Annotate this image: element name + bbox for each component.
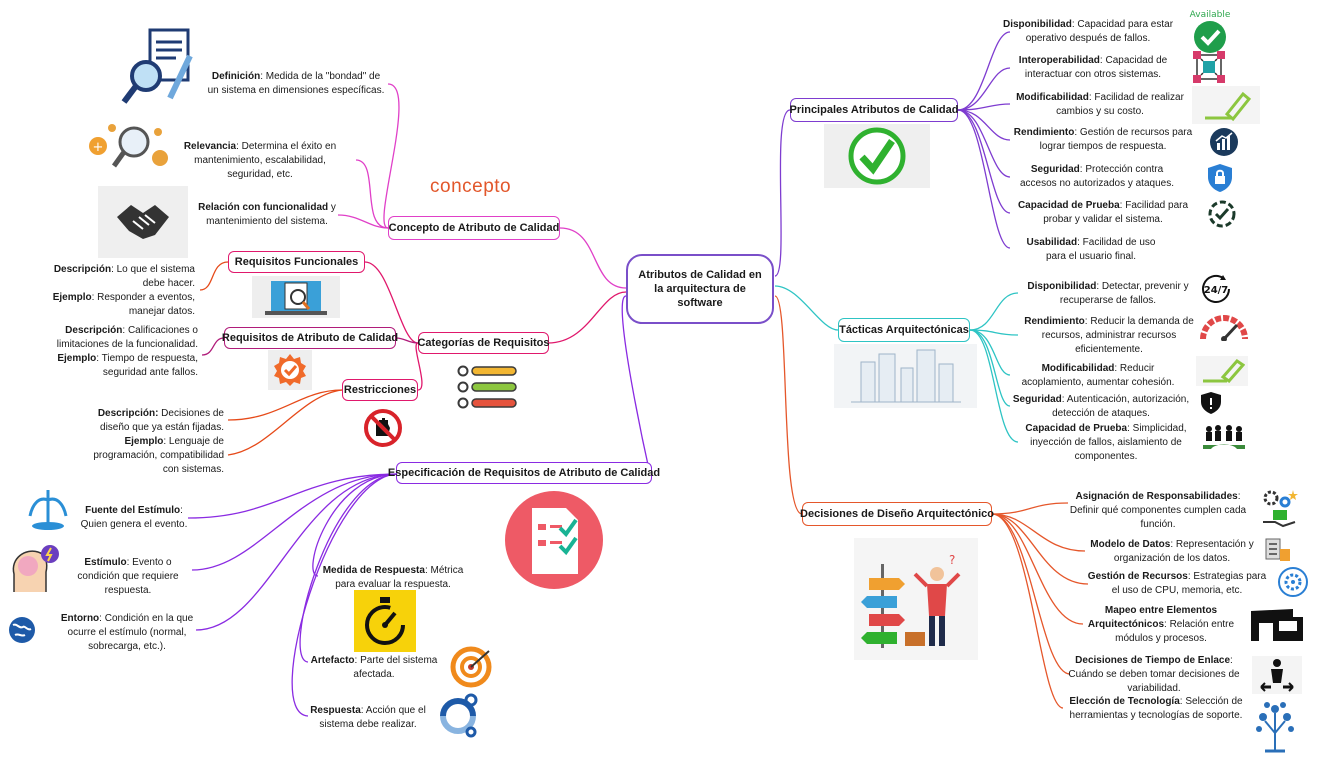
- spec-entorno: Entorno: Condición en la que ocurre el e…: [60, 613, 194, 652]
- principal-modificabilidad: Modificabilidad: Facilidad de realizar c…: [1016, 92, 1184, 117]
- decision-mapeo: Mapeo entre Elementos Arquitectónicos: R…: [1087, 605, 1235, 644]
- stop-hand-icon: [360, 408, 406, 448]
- restricciones-description: Descripción: Decisiones de diseño que ya…: [93, 408, 224, 475]
- gears-hand-icon: [1258, 488, 1300, 528]
- concepto-item-relacion: Relación con funcionalidad y mantenimien…: [198, 202, 336, 227]
- spec-medida: Medida de Respuesta: Métrica para evalua…: [322, 565, 464, 590]
- quality-badge-icon: [268, 350, 312, 390]
- tacticas-node[interactable]: Tácticas Arquitectónicas: [838, 318, 970, 342]
- categorias-label: Categorías de Requisitos: [417, 337, 550, 349]
- handshake-icon: [98, 186, 188, 258]
- spec-artefacto: Artefacto: Parte del sistema afectada.: [310, 655, 438, 680]
- target-icon: [448, 644, 494, 690]
- document-magnifier-icon: [120, 28, 200, 108]
- person-arrows-icon: [1252, 656, 1302, 694]
- document-check-icon: [504, 490, 604, 590]
- svg-text:Available: Available: [1190, 10, 1231, 20]
- clock-24-7-icon: 24/7: [1198, 274, 1234, 304]
- svg-text:?: ?: [949, 553, 955, 567]
- principales-label: Principales Atributos de Calidad: [789, 104, 959, 116]
- pencil-edit-icon: [1192, 86, 1260, 124]
- especificacion-label: Especificación de Requisitos de Atributo…: [387, 467, 661, 479]
- tacticas-label: Tácticas Arquitectónicas: [839, 324, 969, 336]
- laptop-clipboard-icon: [252, 276, 340, 318]
- decisiones-node[interactable]: Decisiones de Diseño Arquitectónico: [800, 502, 994, 526]
- calidad-description: Descripción: Calificaciones o limitacion…: [56, 325, 198, 378]
- especificacion-node[interactable]: Especificación de Requisitos de Atributo…: [388, 462, 660, 484]
- available-check-icon: Available: [1184, 6, 1236, 56]
- decision-gestion-recursos: Gestión de Recursos: Estrategias para el…: [1087, 571, 1267, 596]
- decision-tiempo-enlace: Decisiones de Tiempo de Enlace: Cuándo s…: [1068, 655, 1240, 694]
- globe-icon: [6, 614, 38, 646]
- network-nodes-icon: [1190, 48, 1228, 86]
- team-bridge-icon: [1200, 422, 1248, 458]
- requisitos-funcionales-node[interactable]: Requisitos Funcionales: [228, 251, 365, 273]
- big-check-icon: [824, 124, 930, 188]
- tactica-disponibilidad: Disponibilidad: Detectar, prevenir y rec…: [1027, 281, 1189, 306]
- building-icon: [1248, 606, 1306, 644]
- principales-node[interactable]: Principales Atributos de Calidad: [790, 98, 958, 122]
- root-node[interactable]: Atributos de Calidad en la arquitectura …: [626, 254, 774, 324]
- tactica-capacidad-prueba: Capacidad de Prueba: Simplicidad, inyecc…: [1025, 423, 1187, 462]
- requisitos-calidad-node[interactable]: Requisitos de Atributo de Calidad: [221, 327, 399, 349]
- concepto-item-definicion: Definición: Medida de la "bondad" de un …: [207, 71, 385, 96]
- resource-gear-icon: [1270, 564, 1316, 600]
- speedometer-icon: [1198, 310, 1250, 342]
- stopwatch-icon: [354, 590, 416, 652]
- principal-interoperabilidad: Interoperabilidad: Capacidad de interact…: [1018, 55, 1168, 80]
- tactica-rendimiento: Rendimiento: Reducir la demanda de recur…: [1024, 316, 1194, 355]
- spec-respuesta: Respuesta: Acción que el sistema debe re…: [310, 705, 426, 730]
- root-label: Atributos de Calidad en la arquitectura …: [638, 269, 762, 309]
- database-icon: [1260, 534, 1294, 564]
- tactica-seguridad: Seguridad: Autenticación, autorización, …: [1012, 394, 1190, 419]
- verified-check-icon: [1206, 198, 1238, 230]
- principal-seguridad: Seguridad: Protección contra accesos no …: [1020, 164, 1174, 189]
- concepto-label: Concepto de Atributo de Calidad: [388, 222, 560, 234]
- shield-lock-icon: [1206, 162, 1234, 194]
- decision-tecnologia: Elección de Tecnología: Selección de her…: [1069, 696, 1243, 721]
- restricciones-node[interactable]: Restricciones: [342, 379, 418, 401]
- principal-usabilidad: Usabilidad: Facilidad de uso para el usu…: [1026, 237, 1156, 262]
- decisiones-label: Decisiones de Diseño Arquitectónico: [800, 508, 994, 520]
- shield-alert-icon: [1196, 390, 1226, 416]
- city-buildings-icon: [834, 344, 977, 408]
- requisitos-calidad-label: Requisitos de Atributo de Calidad: [221, 332, 399, 344]
- decision-modelo-datos: Modelo de Datos: Representación y organi…: [1090, 539, 1254, 564]
- brain-lightning-icon: [6, 544, 62, 596]
- principal-rendimiento: Rendimiento: Gestión de recursos para lo…: [1013, 127, 1193, 152]
- magnifier-plus-icon: +: [86, 120, 172, 176]
- restricciones-label: Restricciones: [343, 384, 417, 396]
- signpost-person-icon: ?: [854, 538, 978, 660]
- funcionales-description: Descripción: Lo que el sistema debe hace…: [52, 264, 195, 317]
- fountain-icon: [26, 486, 70, 532]
- requisitos-funcionales-label: Requisitos Funcionales: [234, 256, 359, 268]
- svg-text:+: +: [93, 140, 104, 155]
- principal-capacidad-prueba: Capacidad de Prueba: Facilidad para prob…: [1017, 200, 1189, 225]
- checklist-bars-icon: [456, 364, 518, 410]
- tactica-modificabilidad: Modificabilidad: Reducir acoplamiento, a…: [1021, 363, 1175, 388]
- principal-disponibilidad: Disponibilidad: Capacidad para estar ope…: [1002, 19, 1174, 44]
- svg-text:24/7: 24/7: [1204, 285, 1229, 296]
- concept-word: concepto: [430, 176, 512, 197]
- spec-fuente: Fuente del Estímulo: Quien genera el eve…: [80, 505, 188, 530]
- concepto-item-relevancia: Relevancia: Determina el éxito en manten…: [183, 141, 337, 180]
- decision-asignacion: Asignación de Responsabilidades: Definir…: [1069, 491, 1247, 530]
- pencil-edit-icon: [1196, 356, 1248, 386]
- tech-tree-icon: [1252, 700, 1298, 754]
- growth-chart-icon: [1208, 126, 1240, 158]
- categorias-node[interactable]: Categorías de Requisitos: [417, 332, 550, 354]
- concepto-node[interactable]: Concepto de Atributo de Calidad: [388, 216, 560, 240]
- spec-estimulo: Estímulo: Evento o condición que requier…: [77, 557, 179, 596]
- gear-cycle-icon: [434, 692, 482, 738]
